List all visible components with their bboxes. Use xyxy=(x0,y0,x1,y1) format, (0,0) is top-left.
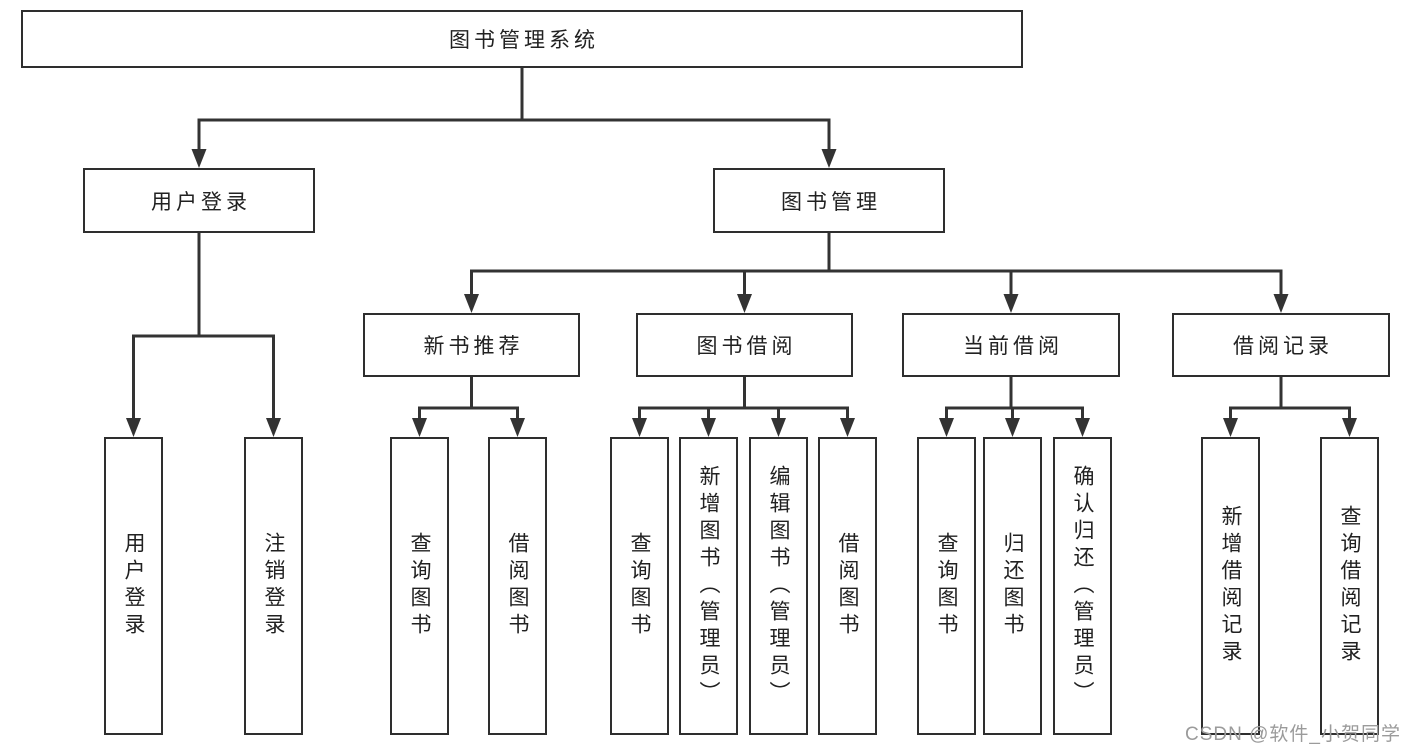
leaf-logout: 注销登录 xyxy=(244,437,303,735)
node-label: 新增借阅记录 xyxy=(1219,505,1242,667)
node-label: 查询借阅记录 xyxy=(1338,505,1361,667)
leaf-query-books-current: 查询图书 xyxy=(917,437,976,735)
node-book-management-system: 图书管理系统 xyxy=(21,10,1023,68)
node-label: 用户登录 xyxy=(151,190,251,214)
node-current-borrowing: 当前借阅 xyxy=(902,313,1120,377)
node-label: 新增图书（管理员） xyxy=(697,464,720,708)
node-label: 用户登录 xyxy=(122,532,145,640)
node-new-book-recommend: 新书推荐 xyxy=(363,313,580,377)
node-label: 借阅记录 xyxy=(1233,335,1333,358)
node-label: 查询图书 xyxy=(408,532,431,640)
leaf-return-book: 归还图书 xyxy=(983,437,1042,735)
node-label: 图书管理系统 xyxy=(449,29,599,52)
node-label: 注销登录 xyxy=(262,532,285,640)
leaf-confirm-return-admin: 确认归还（管理员） xyxy=(1053,437,1112,735)
node-label: 借阅图书 xyxy=(506,532,529,640)
node-label: 新书推荐 xyxy=(423,335,524,358)
node-user-login: 用户登录 xyxy=(83,168,315,233)
node-label: 查询图书 xyxy=(935,532,958,640)
leaf-user-login: 用户登录 xyxy=(104,437,163,735)
leaf-add-borrow-record: 新增借阅记录 xyxy=(1201,437,1260,735)
leaf-add-book-admin: 新增图书（管理员） xyxy=(679,437,738,735)
node-label: 图书借阅 xyxy=(696,335,797,358)
node-book-management: 图书管理 xyxy=(713,168,945,233)
node-borrowing-records: 借阅记录 xyxy=(1172,313,1390,377)
leaf-edit-book-admin: 编辑图书（管理员） xyxy=(749,437,808,735)
leaf-borrow-books-recommend: 借阅图书 xyxy=(488,437,547,735)
node-label: 当前借阅 xyxy=(963,335,1063,358)
node-label: 查询图书 xyxy=(628,532,651,640)
node-label: 确认归还（管理员） xyxy=(1071,464,1094,708)
node-label: 归还图书 xyxy=(1001,532,1024,640)
node-label: 图书管理 xyxy=(781,190,881,214)
node-label: 编辑图书（管理员） xyxy=(767,464,790,708)
leaf-query-borrow-record: 查询借阅记录 xyxy=(1320,437,1379,735)
leaf-query-books-borrow: 查询图书 xyxy=(610,437,669,735)
node-book-borrowing: 图书借阅 xyxy=(636,313,853,377)
node-label: 借阅图书 xyxy=(836,532,859,640)
leaf-query-books-recommend: 查询图书 xyxy=(390,437,449,735)
watermark: CSDN @软件_小贺同学 xyxy=(1185,724,1401,745)
leaf-borrow-books: 借阅图书 xyxy=(818,437,877,735)
